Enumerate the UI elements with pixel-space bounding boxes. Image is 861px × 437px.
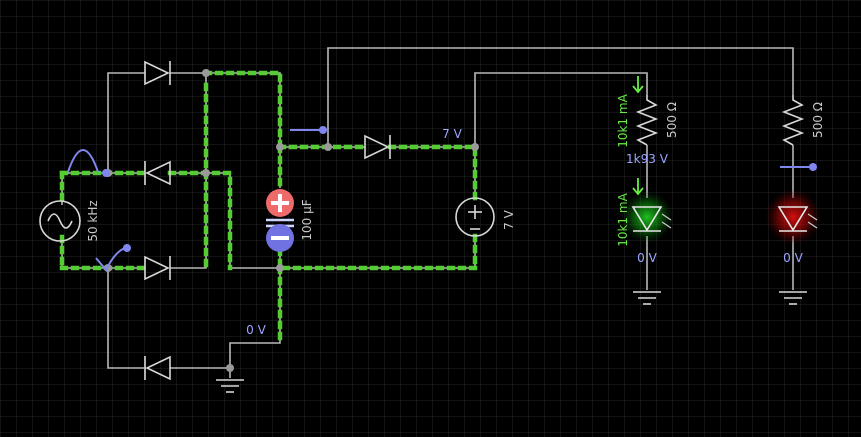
diode-top[interactable] xyxy=(144,60,171,86)
resistor-green-current: 10k1 mA xyxy=(616,93,630,147)
led-green-voltage: 0 V xyxy=(637,251,657,265)
ground-symbol-main[interactable] xyxy=(216,379,244,393)
top-rail-voltage: 7 V xyxy=(442,127,462,141)
diode-output[interactable] xyxy=(364,134,391,160)
resistor-red-label: 500 Ω xyxy=(811,102,825,138)
led-red-voltage: 0 V xyxy=(783,251,803,265)
led-green-current: 10k1 mA xyxy=(616,192,630,246)
diode-lower[interactable] xyxy=(144,255,171,281)
resistor-green-label: 500 Ω xyxy=(665,102,679,138)
led-red[interactable] xyxy=(765,189,821,245)
ground-node-voltage: 0 V xyxy=(246,323,266,337)
diode-bottom[interactable] xyxy=(144,355,171,381)
scope-probe-lower[interactable] xyxy=(95,244,131,272)
ground-symbol-green[interactable] xyxy=(633,291,661,305)
capacitor-label: 100 µF xyxy=(300,199,314,240)
ground-symbol-red[interactable] xyxy=(779,291,807,305)
resistor-green[interactable]: 500 Ω xyxy=(635,95,679,146)
resistor-green-voltage: 1k93 V xyxy=(626,152,669,166)
led-green-current-arrow xyxy=(632,178,644,196)
voltage-probe-cap[interactable] xyxy=(290,126,327,134)
led-green[interactable] xyxy=(621,191,673,243)
resistor-green-current-arrow xyxy=(632,76,644,94)
ac-source-label: 50 kHz xyxy=(86,200,100,241)
voltage-probe-red[interactable] xyxy=(780,163,817,171)
current-flow xyxy=(59,70,478,346)
scope-probe-upper[interactable] xyxy=(67,149,110,177)
ac-source[interactable]: 50 kHz xyxy=(39,200,100,242)
capacitor[interactable]: 100 µF xyxy=(266,189,314,252)
junction-nodes xyxy=(104,69,479,372)
battery[interactable]: 7 V xyxy=(455,197,516,237)
battery-label: 7 V xyxy=(502,209,516,229)
diode-middle[interactable] xyxy=(144,160,171,186)
resistor-red[interactable]: 500 Ω xyxy=(781,95,825,146)
